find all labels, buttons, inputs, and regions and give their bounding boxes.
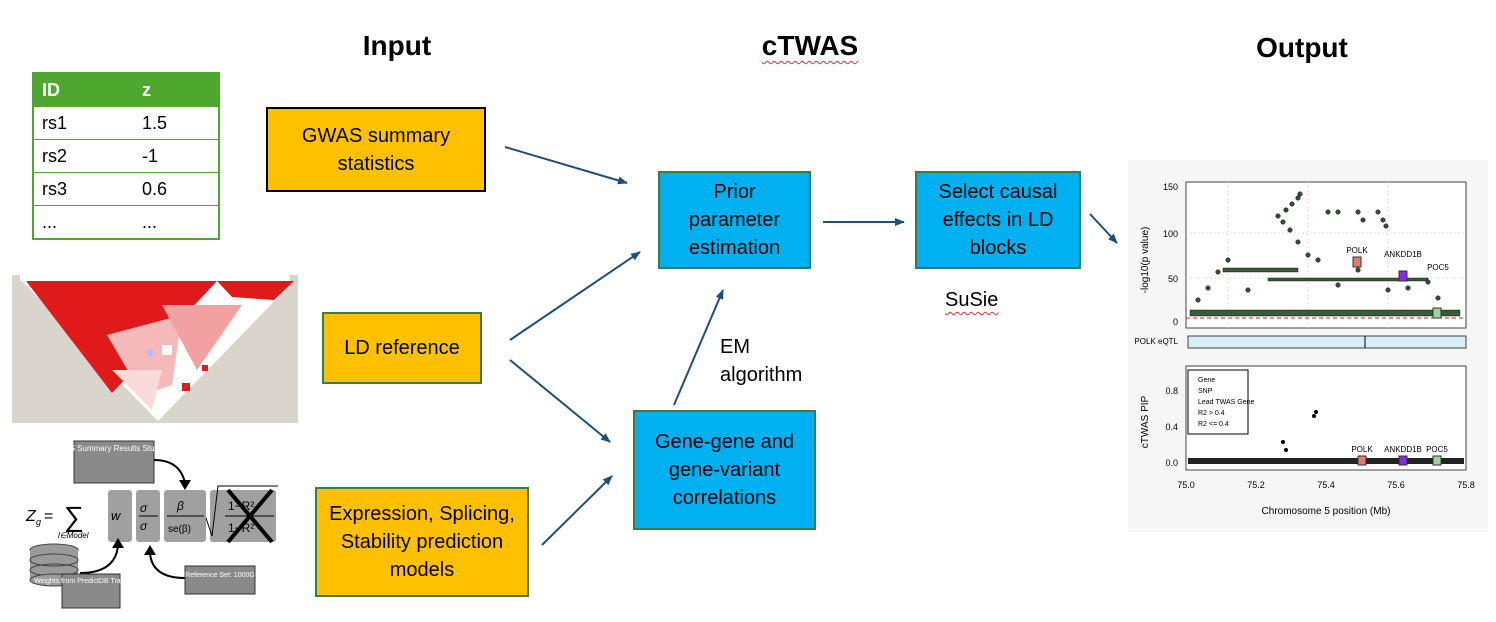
bottom-ytick: 0.8 xyxy=(1165,386,1178,396)
correlations-box: Gene-gene and gene-variant correlations xyxy=(633,410,816,530)
legend-item: SNP xyxy=(1198,388,1213,395)
input-heading: Input xyxy=(362,30,432,61)
xtick: 75.4 xyxy=(1317,480,1335,490)
table-row: ...... xyxy=(33,205,219,239)
arrow-ld-to-prior xyxy=(509,251,641,341)
formula-image: GWAS Summary Results Study Set Z g = ∑ l… xyxy=(25,440,278,609)
table-cell: ... xyxy=(33,205,134,239)
xtick: 75.2 xyxy=(1247,480,1265,490)
output-plot-image: -log10(p value) 0 50 100 150 POLK ANKDD1… xyxy=(1128,160,1488,532)
gene-label: POLK xyxy=(1351,445,1373,454)
ld-reference-label: LD reference xyxy=(344,337,460,359)
arrow-correlations-to-prior xyxy=(673,289,724,406)
xtick: 75.8 xyxy=(1457,480,1475,490)
top-ytick: 50 xyxy=(1168,274,1178,284)
top-ytick: 150 xyxy=(1163,182,1178,192)
weights-box-text: Weights from PredictDB Training Set xyxy=(34,578,148,585)
svg-text:Z: Z xyxy=(25,508,37,525)
ctwas-heading: cTWAS xyxy=(761,30,859,61)
svg-text:σ: σ xyxy=(140,519,148,533)
ld-heatmap-image xyxy=(12,275,298,423)
table-cell: -1 xyxy=(134,139,219,173)
gene-label: ANKDD1B xyxy=(1384,445,1422,454)
gene-label: POC5 xyxy=(1427,263,1449,272)
arrow-select-to-output xyxy=(1089,213,1118,244)
gene-label: POLK xyxy=(1346,246,1368,255)
legend-item: Lead TWAS Gene xyxy=(1198,399,1255,406)
correlations-label: Gene-gene and gene-variant correlations xyxy=(654,431,794,509)
prior-estimation-label: Prior parameter estimation xyxy=(688,181,781,259)
table-header-id: ID xyxy=(33,73,134,107)
svg-text:β: β xyxy=(176,499,184,513)
legend-item: Gene xyxy=(1198,377,1215,384)
arrow-gwas-to-prior xyxy=(504,146,628,185)
legend-item: R2 <= 0.4 xyxy=(1198,421,1229,428)
table-cell: 0.6 xyxy=(134,172,219,206)
gwas-box-text: GWAS Summary Results Study Set xyxy=(51,444,178,453)
table-cell: rs1 xyxy=(33,106,134,140)
em-algorithm-label: EM algorithm xyxy=(720,336,803,386)
arrow-models-to-correlations xyxy=(541,475,613,546)
xtick: 75.6 xyxy=(1387,480,1405,490)
svg-text:σ: σ xyxy=(140,501,148,515)
top-ytick: 100 xyxy=(1163,229,1178,239)
bottom-ylabel: cTWAS PIP xyxy=(1140,395,1151,448)
output-heading: Output xyxy=(1256,32,1348,63)
svg-text:=: = xyxy=(44,508,53,525)
svg-text:se(β): se(β) xyxy=(168,524,191,535)
xtick: 75.0 xyxy=(1177,480,1195,490)
top-ylabel: -log10(p value) xyxy=(1140,227,1151,294)
snp-points xyxy=(1189,191,1461,317)
svg-text:∑: ∑ xyxy=(64,501,84,532)
select-causal-label: Select causal effects in LD blocks xyxy=(938,181,1058,259)
bottom-ytick: 0.0 xyxy=(1165,458,1178,468)
prediction-models-label: Expression, Splicing, Stability predicti… xyxy=(329,503,515,581)
table-header-z: z xyxy=(134,73,219,107)
svg-text:w: w xyxy=(111,508,122,523)
bottom-ytick: 0.4 xyxy=(1165,422,1178,432)
prior-estimation-box: Prior parameter estimation xyxy=(658,171,811,269)
arrow-ld-to-correlations xyxy=(509,359,611,443)
xlabel: Chromosome 5 position (Mb) xyxy=(1262,506,1391,517)
gene-label: ANKDD1B xyxy=(1384,250,1422,259)
table-cell: rs3 xyxy=(33,172,134,206)
reference-box-text: Reference Set: 1000G xyxy=(185,572,255,579)
table-cell: ... xyxy=(134,205,219,239)
gwas-summary-label: GWAS summary statistics xyxy=(301,124,451,175)
table-cell: rs2 xyxy=(33,139,134,173)
select-causal-box: Select causal effects in LD blocks xyxy=(915,171,1081,269)
gene-label: POC5 xyxy=(1426,445,1448,454)
gwas-summary-box: GWAS summary statistics xyxy=(266,107,486,192)
prediction-models-box: Expression, Splicing, Stability predicti… xyxy=(315,487,529,597)
legend-item: R2 > 0.4 xyxy=(1198,410,1225,417)
eqtl-label: POLK eQTL xyxy=(1134,337,1178,346)
top-ytick: 0 xyxy=(1173,317,1178,327)
table-cell: 1.5 xyxy=(134,106,219,140)
svg-text:l∈Model: l∈Model xyxy=(58,531,89,540)
susie-label: SuSie xyxy=(945,289,999,311)
svg-text:g: g xyxy=(36,517,41,527)
table-row: rs2-1 xyxy=(33,139,219,173)
ld-reference-box: LD reference xyxy=(322,312,482,384)
